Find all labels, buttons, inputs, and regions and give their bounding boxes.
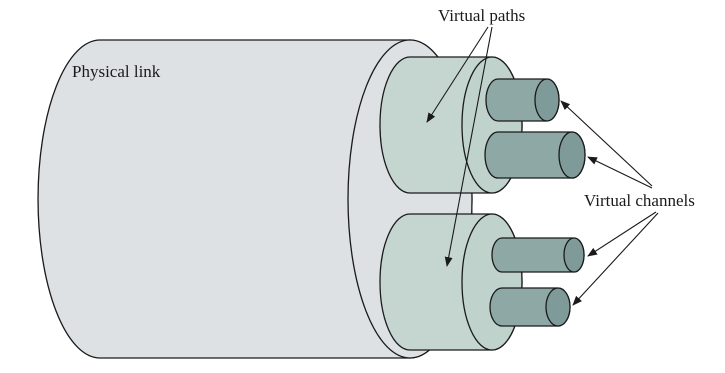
virtual-path-lower	[379, 213, 523, 351]
virtual-channel-3-face	[563, 237, 585, 273]
virtual-paths-arrow-lower	[444, 26, 493, 267]
virtual-channel-2	[484, 131, 586, 179]
virtual-channel-2-face	[558, 131, 586, 179]
virtual-channel-1-face	[534, 78, 560, 122]
virtual-paths-arrow-upper	[426, 26, 489, 123]
virtual-channel-4-face	[545, 287, 571, 327]
virtual-channels-arrow-3	[587, 211, 657, 257]
virtual-channels-arrow-4	[572, 212, 659, 306]
virtual-channel-3	[491, 237, 585, 273]
virtual-channel-1	[485, 78, 560, 122]
physical-link-label: Physical link	[72, 62, 161, 81]
virtual-paths-label: Virtual paths	[438, 6, 525, 25]
virtual-channel-4	[489, 287, 571, 327]
virtual-channels-label: Virtual channels	[584, 191, 695, 210]
virtual-channels-arrow-1	[560, 100, 653, 187]
virtual-path-lower-face	[461, 213, 523, 351]
virtual-channels-arrow-2	[587, 156, 653, 189]
